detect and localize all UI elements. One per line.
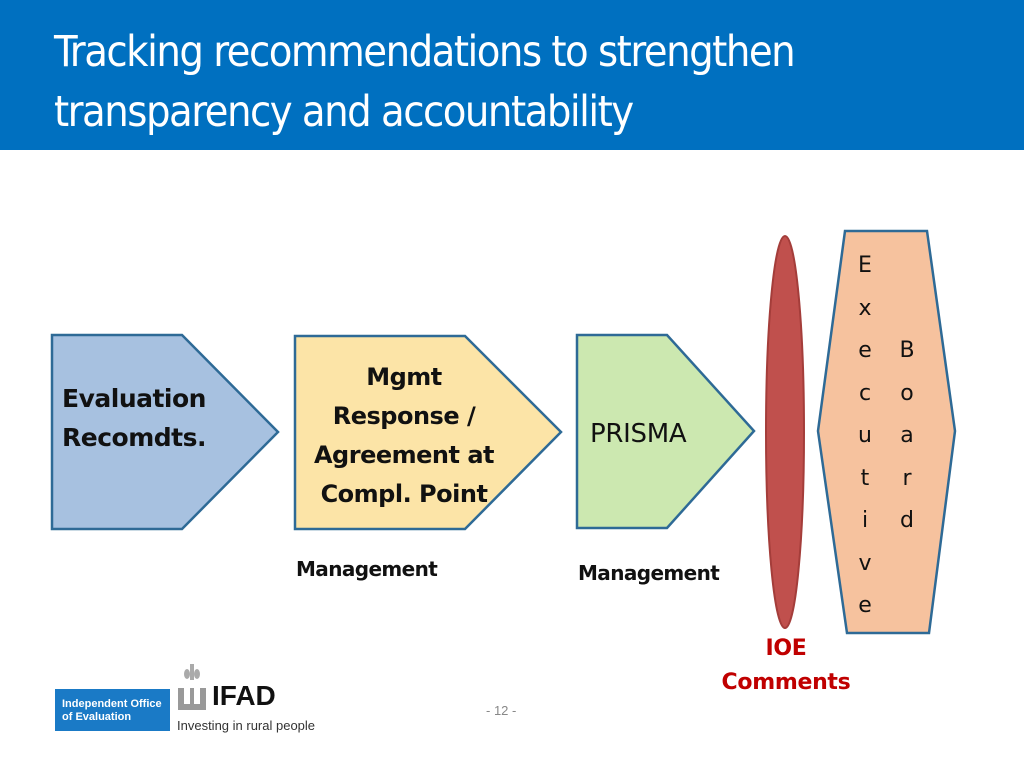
exec-letter: v — [858, 550, 872, 576]
ioe-comments-label: IOE Comments — [716, 632, 856, 700]
prisma-owner-label: Management — [578, 561, 720, 585]
board-letter: a — [900, 423, 914, 448]
exec-letter: c — [858, 380, 872, 406]
board-letter: B — [899, 338, 915, 363]
board-vertical-text: B o a r d — [894, 330, 920, 543]
ioe-logo: Independent Office of Evaluation — [55, 689, 170, 731]
exec-letter: u — [858, 423, 872, 448]
prisma-label: PRISMA — [590, 419, 687, 449]
exec-letter: x — [858, 295, 872, 321]
board-letter: d — [900, 508, 914, 533]
title-line-1: Tracking recommendations to strengthen — [54, 27, 796, 77]
evaluation-label-line2: Recomdts. — [62, 423, 206, 452]
mgmt-label-line3: Agreement at — [313, 441, 495, 469]
mgmt-response-shape — [293, 334, 563, 531]
evaluation-shape — [50, 333, 280, 531]
mgmt-label-line4: Compl. Point — [320, 480, 488, 508]
title-line-2: transparency and accountability — [54, 87, 634, 137]
evaluation-label-line1: Evaluation — [62, 384, 206, 413]
ioe-logo-line1: Independent Office — [62, 698, 162, 710]
mgmt-label-line2: Response / — [332, 402, 476, 430]
mgmt-response-owner-label: Management — [296, 557, 438, 581]
slide-title: Tracking recommendations to strengthen t… — [54, 22, 974, 142]
executive-board-shape — [816, 229, 957, 635]
exec-letter: i — [861, 508, 869, 533]
page-number: - 12 - — [486, 703, 517, 718]
ifad-wheat-icon — [178, 664, 206, 710]
executive-vertical-text: E x e c u t i v e — [852, 245, 878, 628]
ioe-label-line2: Comments — [721, 670, 851, 695]
ioe-comments-oval — [765, 235, 805, 629]
mgmt-label-line1: Mgmt — [366, 363, 442, 391]
exec-letter: e — [858, 593, 872, 618]
exec-letter: E — [858, 253, 872, 278]
title-bar: Tracking recommendations to strengthen t… — [0, 0, 1024, 150]
exec-letter: t — [860, 465, 870, 491]
ifad-wordmark: IFAD — [212, 680, 276, 711]
mgmt-response-label: Mgmt Response / Agreement at Compl. Poin… — [298, 356, 510, 516]
board-letter: r — [902, 465, 912, 491]
ifad-tagline: Investing in rural people — [177, 718, 316, 733]
evaluation-label: Evaluation Recomdts. — [62, 378, 222, 458]
ioe-logo-line2: of Evaluation — [62, 711, 132, 723]
exec-letter: e — [858, 338, 872, 363]
board-letter: o — [900, 380, 914, 406]
ioe-label-line1: IOE — [765, 636, 807, 661]
prisma-shape — [575, 333, 756, 530]
